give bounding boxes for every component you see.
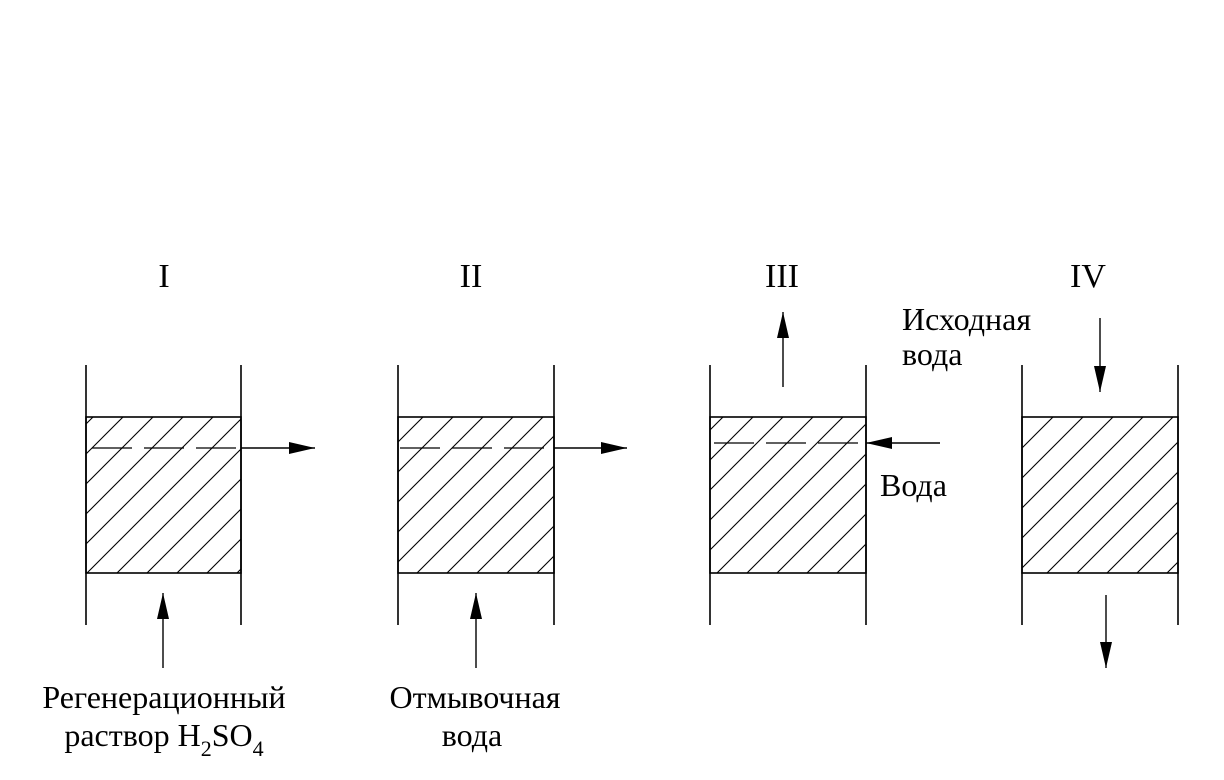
stage-3-resin-bed	[709, 416, 867, 574]
source-water-label-line2: вода	[902, 336, 962, 372]
rinse-water-label-line1: Отмывочная	[389, 679, 560, 715]
stage-3-label: III	[765, 258, 799, 295]
stage-1-resin-bed	[85, 416, 242, 574]
stage-2: II	[397, 258, 627, 668]
stage-3: III	[709, 258, 940, 625]
stage-1: I	[85, 258, 315, 668]
stage-4-resin-bed	[1021, 416, 1179, 574]
stage-4-label: IV	[1070, 258, 1106, 295]
regen-solution-label-line2: раствор H2SO4	[64, 717, 263, 761]
stage-2-resin-bed	[397, 416, 555, 574]
regen-solution-label-line1: Регенерационный	[42, 679, 285, 715]
water-label: Вода	[880, 467, 947, 503]
stage-1-label: I	[158, 258, 169, 295]
source-water-label-line1: Исходная	[902, 301, 1031, 337]
stage-2-label: II	[460, 258, 483, 295]
stage-4: IV	[1021, 258, 1179, 668]
rinse-water-label-line2: вода	[442, 717, 502, 753]
